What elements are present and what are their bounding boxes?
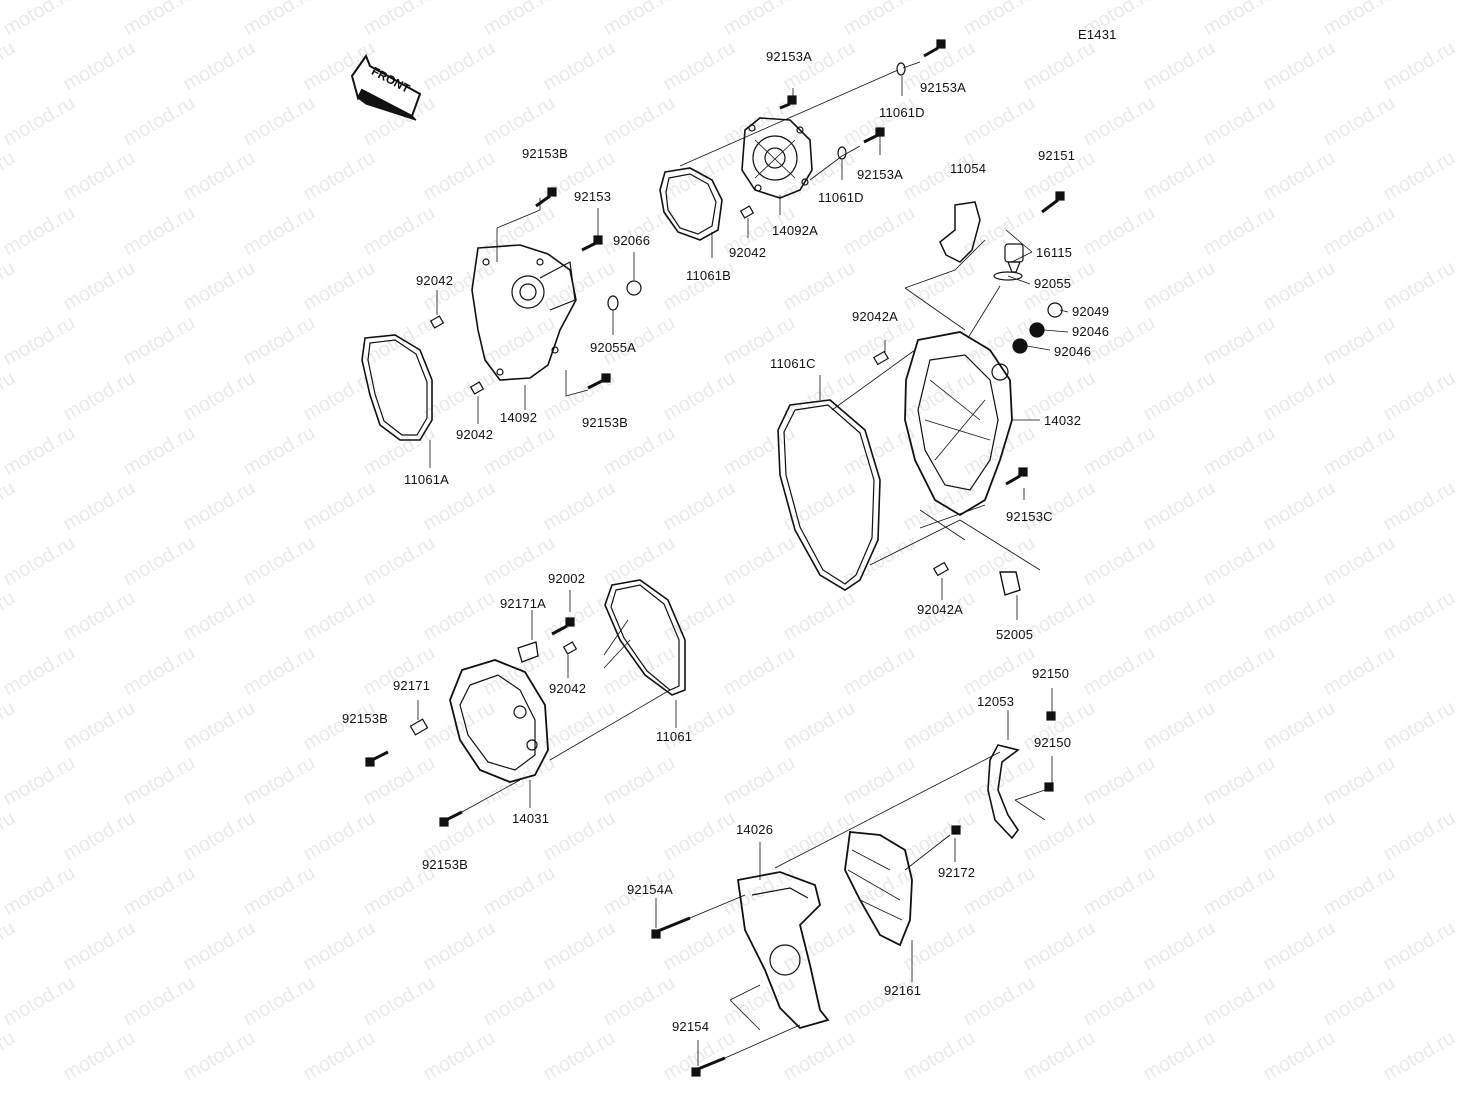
part-label: 92046 [1072, 324, 1110, 339]
sprocket-cover-14026 [736, 871, 830, 1030]
part-label: 92154A [627, 882, 674, 897]
oring-icon [607, 295, 619, 311]
part-label: 11061A [404, 472, 450, 487]
bolt-icon [535, 187, 557, 208]
guard-92161 [844, 831, 913, 947]
part-label: 92042A [917, 602, 964, 617]
part-label: 92151 [1038, 148, 1076, 163]
dowel-icon [932, 561, 950, 577]
seal-icon [1029, 322, 1045, 338]
dowel-icon [739, 205, 755, 219]
part-label: 92153C [1006, 509, 1053, 524]
bolt-icon [1044, 782, 1054, 792]
part-label: 92171 [393, 678, 431, 693]
part-label: 92153A [857, 167, 904, 182]
part-label: 92153A [766, 49, 813, 64]
part-label: 92150 [1034, 735, 1072, 750]
part-label: 92161 [884, 983, 922, 998]
part-label: 11061D [818, 190, 864, 205]
part-label: 92042 [456, 427, 494, 442]
dowel-icon [872, 350, 890, 366]
part-label: 92049 [1072, 304, 1110, 319]
bolt-icon [1041, 191, 1065, 214]
bolt-icon [1005, 467, 1028, 486]
part-label: 11054 [950, 161, 987, 176]
bolt-icon [779, 95, 797, 110]
plug-icon [626, 280, 642, 296]
bolt-icon [551, 617, 575, 636]
gasket-11061A [361, 334, 433, 441]
part-label: 92171A [500, 596, 547, 611]
bolt-icon [651, 916, 691, 939]
dowel-icon [562, 641, 578, 655]
washer-icon [837, 146, 847, 160]
bolt-icon [1046, 711, 1056, 721]
bolt-icon [863, 127, 885, 144]
part-label: 11061C [770, 356, 816, 371]
cover-14092 [471, 244, 577, 381]
clamp-icon [517, 641, 539, 663]
part-label: 92002 [548, 571, 586, 586]
part-label: 92154 [672, 1019, 710, 1034]
part-label: 11061 [656, 729, 693, 744]
part-label: 92042 [416, 273, 454, 288]
front-arrow-icon: FRONT [350, 53, 422, 121]
part-label: 12053 [977, 694, 1015, 709]
part-label: 92150 [1032, 666, 1070, 681]
part-label: 92153B [422, 857, 469, 872]
part-label: 92066 [613, 233, 651, 248]
part-label: 11061D [879, 105, 925, 120]
part-label: 92172 [938, 865, 976, 880]
part-label: 92153A [920, 80, 967, 95]
sight-glass-icon [999, 571, 1021, 596]
part-label: 92042 [549, 681, 587, 696]
part-label: 92153 [574, 189, 612, 204]
bolt-icon [365, 750, 389, 767]
dowel-icon [469, 381, 485, 395]
part-label: 14032 [1044, 413, 1082, 428]
cover-14092A [741, 117, 813, 199]
bolt-icon [587, 373, 611, 390]
washer-icon [896, 62, 906, 76]
bolt-icon [581, 235, 603, 252]
part-label: 11061B [686, 268, 732, 283]
part-label: 92153B [582, 415, 629, 430]
washer-icon [1047, 302, 1063, 318]
part-label: 14092 [500, 410, 538, 425]
gasket-11061B [659, 167, 723, 241]
seal-icon [1012, 338, 1028, 354]
part-label: 92153B [342, 711, 389, 726]
bolt-icon [439, 810, 463, 827]
part-label: 92042A [852, 309, 899, 324]
part-label: 92153B [522, 146, 569, 161]
grommet-icon [409, 718, 429, 736]
bolt-icon [691, 1056, 726, 1077]
oring-icon [993, 271, 1023, 281]
dowel-icon [429, 315, 445, 329]
part-label: 92042 [729, 245, 767, 260]
bracket-11054 [939, 201, 981, 263]
plate-12053 [987, 744, 1020, 840]
part-label: 92055 [1034, 276, 1072, 291]
part-label: 92046 [1054, 344, 1092, 359]
oil-filler-cap-icon [1004, 243, 1024, 273]
gasket-11061 [604, 579, 686, 696]
bolt-icon [923, 39, 946, 58]
generator-cover-14031 [449, 659, 549, 783]
part-label: 14031 [512, 811, 550, 826]
part-label: 52005 [996, 627, 1034, 642]
diagram-id: E1431 [1078, 27, 1117, 42]
part-label: 14026 [736, 822, 774, 837]
part-label: 92055A [590, 340, 637, 355]
clutch-cover-14032 [904, 331, 1013, 517]
bolt-icon [951, 825, 961, 835]
part-label: 16115 [1036, 245, 1073, 260]
gasket-11061C [777, 399, 881, 591]
part-label: 14092A [772, 223, 819, 238]
